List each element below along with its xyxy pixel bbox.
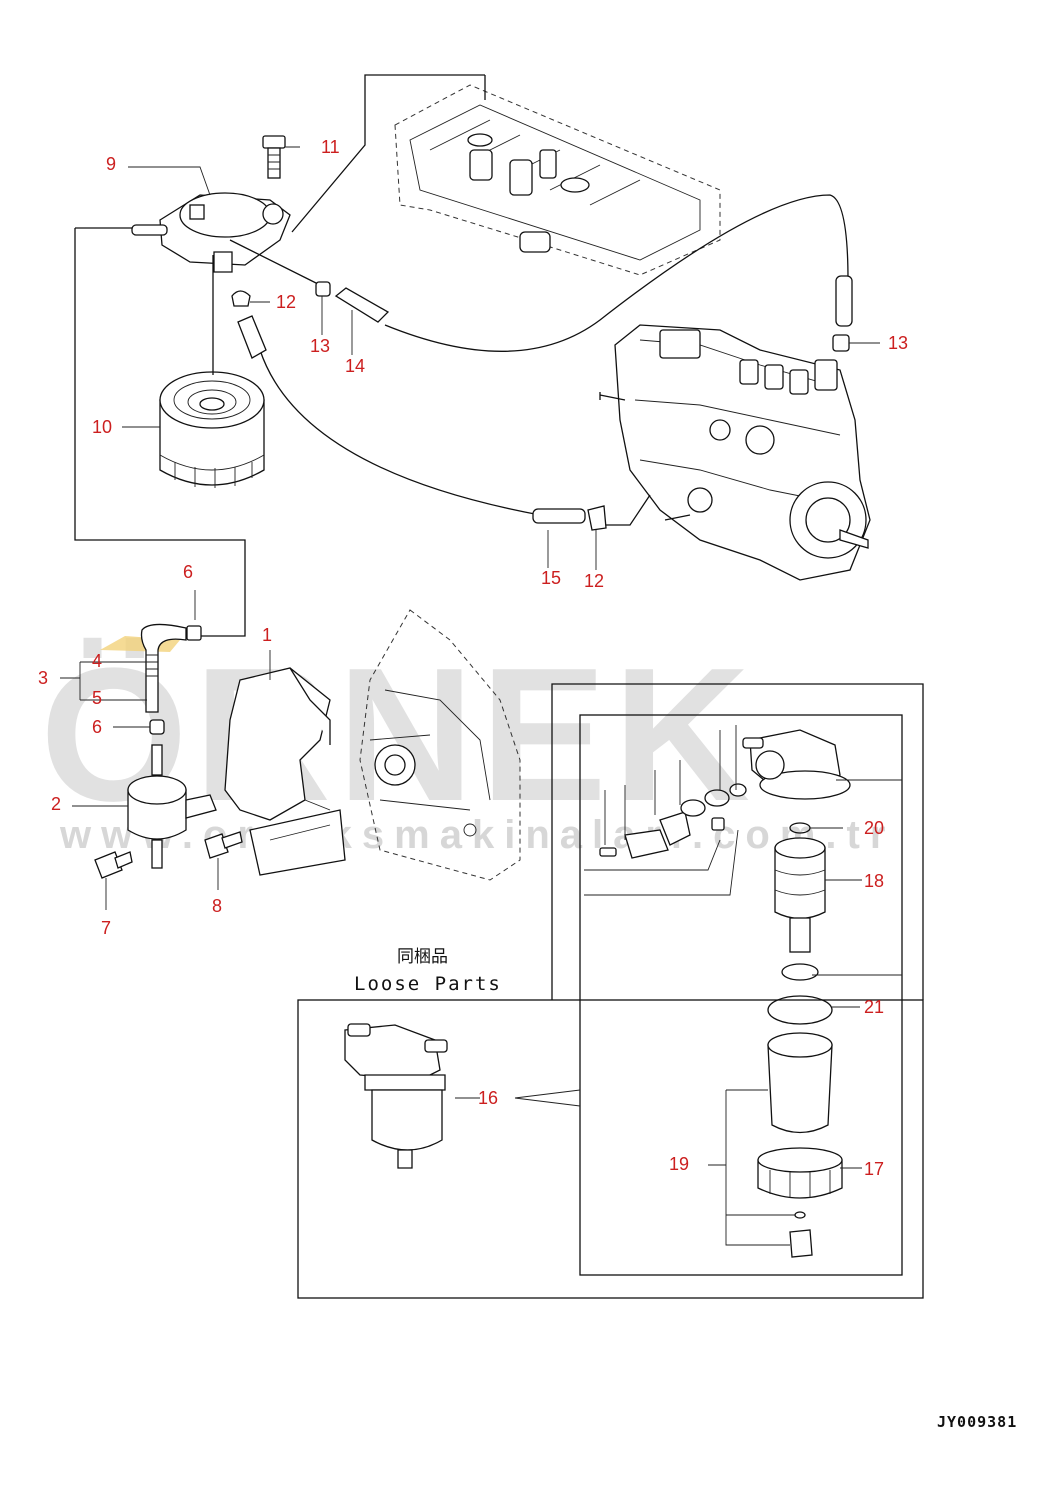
engine-cylinder-head-drawing (394, 75, 721, 276)
exploded-cock-lever (659, 811, 691, 846)
loose-parts-group (297, 683, 924, 1299)
return-hose-upper-right (835, 275, 853, 327)
loose-parts-label: Loose Parts (354, 973, 502, 995)
callout-6-lower: 6 (92, 717, 102, 737)
part-16-water-separator-assembly (344, 1023, 448, 1169)
part-14-fuel-hose (334, 287, 390, 323)
callout-16: 16 (478, 1088, 498, 1108)
exploded-lever-plate (599, 829, 669, 859)
part-4-5-hose-assembly (140, 623, 187, 713)
watermark-url: www.orneksmakinalari.com.tr (59, 813, 895, 857)
part-18-filter-element (774, 837, 826, 953)
part-17-ring-nut (757, 1147, 843, 1199)
part-19-cup (767, 1032, 833, 1134)
callout-1: 1 (262, 625, 272, 645)
part-10-filter-cartridge (159, 371, 265, 488)
part-6-clip-lower (149, 719, 165, 735)
loose-parts-upper-box (551, 683, 924, 1000)
part-11-bolt (262, 135, 286, 179)
part-19-drain-plug (789, 1211, 813, 1258)
callout-4: 4 (92, 651, 102, 671)
part-13-hose-clip-right (832, 334, 850, 352)
loose-parts-japanese-label: 同梱品 (397, 947, 448, 967)
part-6-clip-upper (186, 625, 202, 641)
callout-18: 18 (864, 871, 884, 891)
callout-6-upper: 6 (183, 562, 193, 582)
part-1-bracket (224, 667, 346, 876)
part-12-hose-clip-upper (231, 290, 251, 307)
part-2-sedimenter (127, 744, 217, 869)
fuel-injection-pump-drawing (599, 324, 871, 581)
hose-below-filter-head (237, 315, 267, 359)
exploded-o-rings (680, 783, 747, 831)
callout-7: 7 (101, 918, 111, 938)
callout-10: 10 (92, 417, 112, 437)
callout-11: 11 (321, 137, 340, 157)
part-12-hose-clip-lower (587, 505, 607, 531)
callout-13-right: 13 (888, 333, 908, 353)
fuel-lines (74, 74, 849, 637)
callout-14: 14 (345, 356, 365, 376)
callout-15: 15 (541, 568, 561, 588)
callout-21: 21 (864, 997, 884, 1017)
part-15-fuel-hose (532, 508, 586, 524)
callout-2: 2 (51, 794, 61, 814)
callout-5: 5 (92, 688, 102, 708)
callout-19: 19 (669, 1154, 689, 1174)
part-21-o-ring-large (767, 963, 833, 1025)
part-13-hose-clip-upper (315, 281, 331, 297)
leader-lines (60, 146, 902, 1246)
flywheel-housing-drawing (359, 609, 521, 881)
drawing-id: JY009381 (937, 1413, 1017, 1431)
part-7-bolt (94, 851, 133, 879)
callout-9: 9 (106, 154, 116, 174)
callout-13-upper: 13 (310, 336, 330, 356)
callout-12-lower: 12 (584, 571, 604, 591)
exploded-view-box (579, 714, 903, 1276)
part-8-bolt (204, 831, 243, 859)
exploded-filter-head (742, 729, 851, 800)
callout-8: 8 (212, 896, 222, 916)
callout-17: 17 (864, 1159, 884, 1179)
callout-20: 20 (864, 818, 884, 838)
part-9-filter-head (131, 192, 291, 273)
loose-parts-outer-box (297, 999, 924, 1299)
callout-3: 3 (38, 668, 48, 688)
callout-12-upper: 12 (276, 292, 296, 312)
callout-labels: 1 2 3 4 5 6 6 7 8 9 10 11 12 12 13 13 14… (38, 137, 908, 1179)
